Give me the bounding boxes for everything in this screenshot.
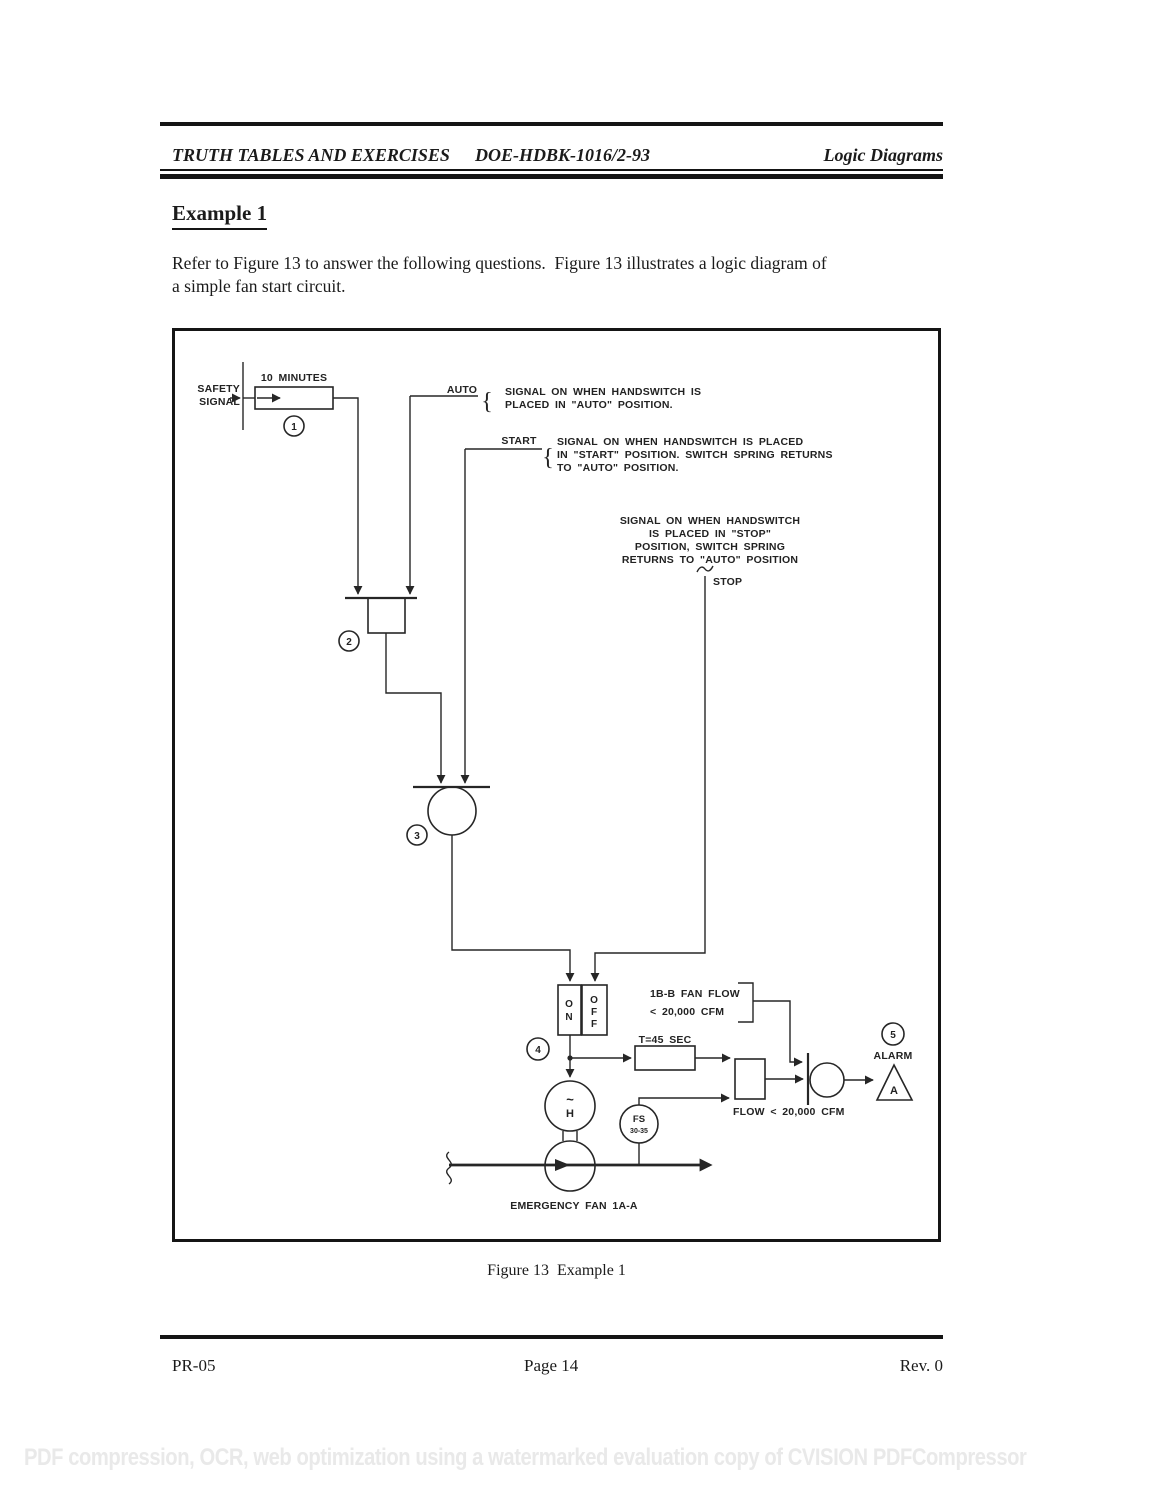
stop-squiggle: [696, 565, 714, 573]
start-note-brace: {: [542, 445, 554, 471]
and-gate-alarm-box: [734, 1058, 766, 1100]
callout-5-circle: [881, 1022, 905, 1046]
timer-output-line: [333, 397, 363, 595]
callout-1: 1: [291, 422, 297, 433]
intro-paragraph: Refer to Figure 13 to answer the followi…: [172, 252, 962, 298]
page-title: Example 1: [172, 201, 268, 230]
footer-doc-id: PR-05: [172, 1356, 216, 1375]
safety-signal-label-line2: SIGNAL: [199, 396, 240, 408]
callout-5: 5: [890, 1030, 896, 1041]
callout-3-circle: [406, 824, 428, 846]
on-memory-box: [557, 984, 582, 1036]
on-box-letter-n: N: [565, 1012, 572, 1023]
handswitch-letter: H: [566, 1108, 574, 1120]
callout-3: 3: [414, 831, 420, 842]
callout-2: 2: [346, 637, 352, 648]
off-box-letter-f1: F: [591, 1007, 597, 1018]
time-delay-2-box: [634, 1045, 696, 1071]
on-box-letter-o: O: [565, 999, 573, 1010]
auto-note-line2: PLACED IN "AUTO" POSITION.: [505, 399, 673, 411]
flow-switch-range: 30-35: [630, 1128, 648, 1135]
logic-diagram: SAFETY SIGNAL 10 MINUTES 1 AUTO { SIGNAL…: [172, 328, 941, 1242]
intro-line-1: Refer to Figure 13 to answer the followi…: [172, 253, 827, 273]
off-box-letter-o: O: [590, 995, 598, 1006]
stop-note-line3: POSITION, SWITCH SPRING: [635, 541, 785, 553]
and-gate-2-output-line: [385, 633, 446, 784]
stop-note-line1: SIGNAL ON WHEN HANDSWITCH: [620, 515, 800, 527]
and-gate-2-box: [367, 597, 406, 634]
header-chapter-title: Logic Diagrams: [823, 145, 944, 165]
flow-switch-tag: FS: [633, 1114, 645, 1125]
start-note-line1: SIGNAL ON WHEN HANDSWITCH IS PLACED: [557, 436, 803, 448]
stop-note-line4: RETURNS TO "AUTO" POSITION: [622, 554, 798, 566]
footer-rule: [160, 1335, 943, 1339]
header-section-title: TRUTH TABLES AND EXERCISES: [172, 145, 450, 165]
callout-2-circle: [338, 630, 360, 652]
stop-down-line: [590, 576, 706, 982]
callout-4: 4: [535, 1045, 541, 1056]
start-label: START: [501, 435, 537, 447]
stop-label: STOP: [713, 576, 742, 588]
fan-flow-bracket: [738, 982, 754, 1023]
flow-switch-to-and-line: [638, 1093, 730, 1105]
auto-note-brace: {: [481, 389, 493, 415]
or-gate-3-circle: [427, 786, 477, 836]
header-thick-rule: [160, 174, 943, 179]
auto-note-line1: SIGNAL ON WHEN HANDSWITCH IS: [505, 386, 701, 398]
time-delay-1-label: 10 MINUTES: [261, 372, 327, 384]
or-gate-alarm-circle: [809, 1062, 845, 1098]
fan-flow-to-or-line: [753, 1000, 803, 1067]
header-top-rule: [160, 122, 943, 126]
footer-revision: Rev. 0: [899, 1356, 943, 1375]
fan-flow-note-line2: < 20,000 CFM: [650, 1006, 724, 1018]
fan-label: EMERGENCY FAN 1A-A: [510, 1200, 638, 1212]
flow-mid-arrow: [555, 1159, 570, 1171]
duct-break-squiggle: [446, 1151, 452, 1185]
stop-note-line2: IS PLACED IN "STOP": [649, 528, 771, 540]
time-delay-2-label: T=45 SEC: [639, 1034, 692, 1046]
off-memory-box: [581, 984, 608, 1036]
flow-note: FLOW < 20,000 CFM: [733, 1106, 845, 1118]
callout-1-circle: [283, 415, 305, 437]
figure-caption: Figure 13 Example 1: [487, 1262, 626, 1279]
intro-line-2: a simple fan start circuit.: [172, 276, 346, 296]
figure-border: [172, 328, 941, 1242]
figure-13: SAFETY SIGNAL 10 MINUTES 1 AUTO { SIGNAL…: [172, 328, 941, 1242]
safety-signal-label-line1: SAFETY: [197, 383, 240, 395]
header-doc-number: DOE-HDBK-1016/2-93: [475, 145, 650, 165]
handswitch-circle: [544, 1080, 596, 1132]
alarm-label: ALARM: [874, 1050, 913, 1062]
or-gate-3-output-line: [451, 835, 575, 982]
off-box-letter-f2: F: [591, 1019, 597, 1030]
watermark-text: PDF compression, OCR, web optimization u…: [24, 1444, 1027, 1471]
header-thin-rule: [160, 169, 943, 171]
handswitch-tilde: ~: [566, 1092, 574, 1107]
auto-label: AUTO: [447, 384, 477, 396]
page-number: Page 14: [524, 1356, 579, 1375]
alarm-triangle: [875, 1063, 914, 1101]
start-note-line3: TO "AUTO" POSITION.: [557, 462, 679, 474]
fan-flow-note-line1: 1B-B FAN FLOW: [650, 988, 740, 1000]
alarm-letter: A: [890, 1085, 898, 1097]
start-note-line2: IN "START" POSITION. SWITCH SPRING RETUR…: [557, 449, 833, 461]
callout-4-circle: [526, 1037, 550, 1061]
